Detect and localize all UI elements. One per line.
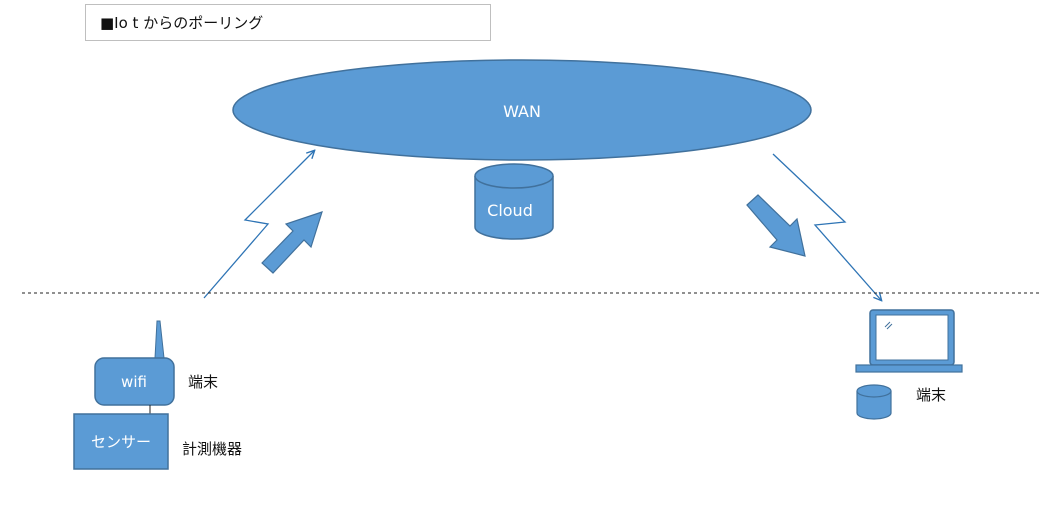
local-storage-icon [856,384,892,420]
download-block-arrow [746,194,806,257]
downlink-signal-arrow [772,153,881,300]
upload-block-arrow [261,211,323,274]
wan-label: WAN [503,102,541,121]
cloud-label: Cloud [487,201,533,220]
laptop-icon [855,309,963,373]
wan-network: WAN [232,59,812,161]
wifi-label: wifi [121,373,147,391]
cloud-database-icon: Cloud [474,163,554,240]
right-terminal-label: 端末 [916,386,946,404]
wifi-module: wifi [94,357,175,406]
antenna-icon [154,320,165,359]
sensor-label: センサー [91,433,151,451]
uplink-signal-arrow [203,151,314,299]
diagram-title: ■Io t からのポーリング [85,4,491,41]
left-terminal-label: 端末 [188,373,218,391]
sensor-device: センサー [73,413,169,470]
measuring-device-label: 計測機器 [182,440,242,458]
